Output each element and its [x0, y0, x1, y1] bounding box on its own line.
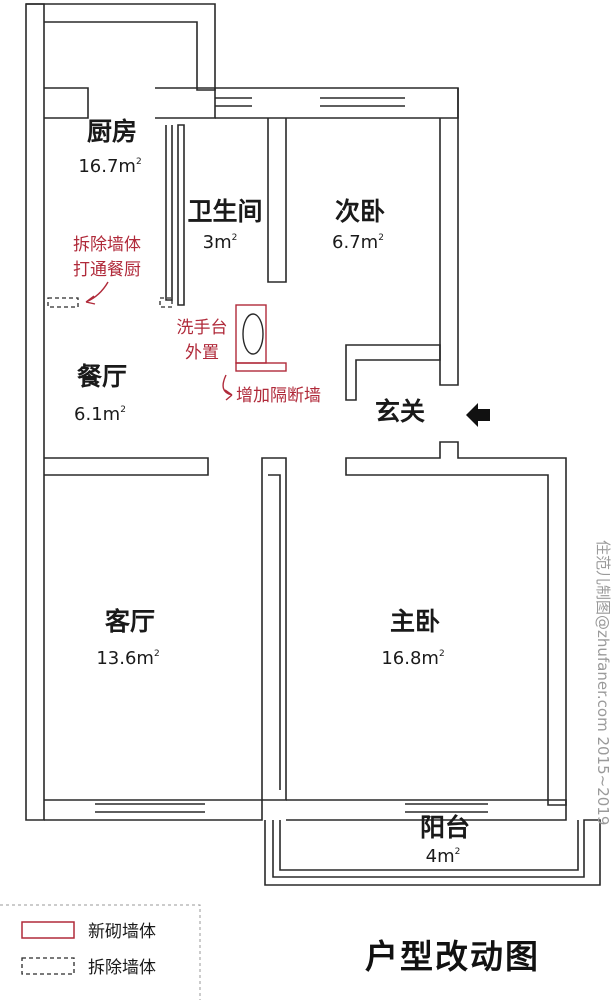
dining-area: 6.1m2: [74, 404, 126, 425]
note-remove-wall-line1: 拆除墙体: [73, 235, 141, 255]
bathroom-left-wall: [177, 124, 185, 306]
entrance-name: 玄关: [375, 397, 425, 426]
walls: [25, 3, 601, 886]
note-remove-wall-line2: 打通餐厨: [73, 260, 141, 280]
kitchen-name: 厨房: [87, 117, 137, 146]
arrow-left-icon: [466, 403, 490, 427]
arrow-remove-wall: [85, 281, 109, 305]
master-top-wall: [345, 441, 567, 806]
legend-new-wall-swatch: [21, 921, 75, 939]
living-name: 客厅: [105, 607, 155, 636]
balcony-wall: [264, 819, 601, 886]
balcony-name: 阳台: [420, 813, 470, 842]
removed-wall-segment-right: [159, 297, 173, 308]
legend-removed-wall-label: 拆除墙体: [88, 958, 156, 978]
top-wall-middle: [215, 87, 459, 119]
living-window: [95, 803, 205, 813]
annotation-arrows: [85, 281, 233, 401]
window-top-bed: [320, 97, 405, 107]
bathroom-name: 卫生间: [187, 197, 262, 226]
kitchen-inner-wall: [165, 125, 173, 301]
sink-basin: [242, 313, 264, 355]
living-area: 13.6m2: [96, 648, 159, 669]
new-partition-wall: [235, 362, 287, 372]
outer-wall-left: [25, 3, 45, 821]
second-bedroom-door-wall: [345, 344, 441, 401]
second-bedroom-name: 次卧: [335, 197, 385, 226]
legend-removed-wall-swatch: [21, 957, 75, 975]
note-sink-line2: 外置: [185, 343, 219, 363]
new-walls: [235, 304, 287, 372]
second-bedroom-left-wall: [267, 118, 287, 283]
second-bedroom-right-wall: [439, 88, 459, 386]
central-wall: [261, 457, 287, 801]
bathroom-area: 3m2: [203, 232, 238, 253]
master-bedroom-name: 主卧: [390, 607, 440, 636]
legend: 新砌墙体 拆除墙体: [0, 904, 201, 1000]
master-window: [405, 803, 488, 813]
kitchen-window: [44, 87, 216, 119]
watermark: 住范儿制图@zhufaner.com 2015~2019: [594, 540, 612, 825]
master-bedroom-area: 16.8m2: [381, 648, 444, 669]
window-top-bath: [215, 97, 252, 107]
note-sink-line1: 洗手台: [177, 318, 228, 338]
note-add-partition: 增加隔断墙: [236, 386, 321, 406]
legend-new-wall-label: 新砌墙体: [88, 922, 156, 942]
second-bedroom-area: 6.7m2: [332, 232, 384, 253]
balcony-area: 4m2: [426, 846, 461, 867]
dining-name: 餐厅: [77, 362, 127, 391]
master-bottom-wall: [286, 799, 567, 821]
removed-wall: [47, 297, 173, 308]
central-wall-inner: [268, 474, 281, 790]
dining-living-divider: [44, 457, 209, 476]
diagram-title: 户型改动图: [365, 937, 540, 976]
legend-border: [0, 904, 201, 1000]
arrow-partition: [222, 374, 233, 401]
kitchen-top-wall: [26, 3, 216, 91]
removed-wall-segment: [47, 297, 79, 308]
living-bottom-wall: [44, 799, 263, 821]
kitchen-area: 16.7m2: [78, 156, 141, 177]
